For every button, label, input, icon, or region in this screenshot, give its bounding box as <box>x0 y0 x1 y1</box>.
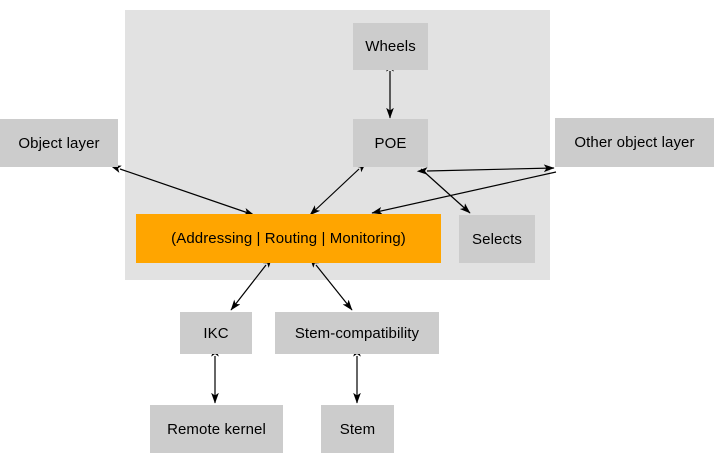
node-label-other_object_layer: Other object layer <box>574 134 695 151</box>
node-label-poe: POE <box>374 134 407 152</box>
node-label-selects: Selects <box>472 230 522 248</box>
node-other_object_layer[interactable]: Other object layer <box>555 118 714 167</box>
node-label-remote_kernel: Remote kernel <box>167 420 266 438</box>
node-label-stem_compat: Stem-compatibility <box>294 324 420 342</box>
node-label-core: (Addressing | Routing | Monitoring) <box>171 230 406 247</box>
node-poe[interactable]: POE <box>353 119 428 167</box>
node-ikc[interactable]: IKC <box>180 312 252 354</box>
node-label-ikc: IKC <box>203 324 229 342</box>
node-label-wheels: Wheels <box>365 38 416 55</box>
node-remote_kernel[interactable]: Remote kernel <box>150 405 283 453</box>
node-label-stem: Stem <box>339 420 376 438</box>
node-stem_compat[interactable]: Stem-compatibility <box>275 312 439 354</box>
node-label-object_layer: Object layer <box>18 134 100 152</box>
node-wheels[interactable]: Wheels <box>353 23 428 70</box>
node-object_layer[interactable]: Object layer <box>0 119 118 167</box>
node-selects[interactable]: Selects <box>459 215 535 263</box>
node-stem[interactable]: Stem <box>321 405 394 453</box>
node-core[interactable]: (Addressing | Routing | Monitoring) <box>136 214 441 263</box>
